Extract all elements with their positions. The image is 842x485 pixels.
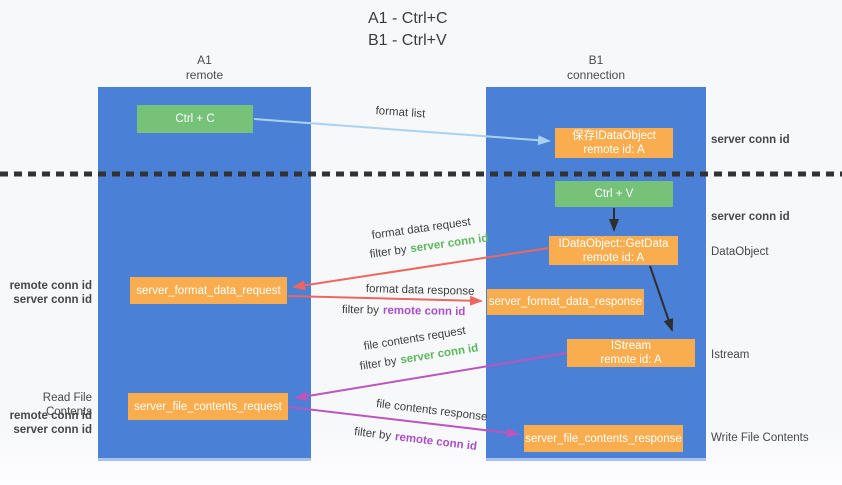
left-remote-conn-id-bottom-label: remote conn id bbox=[9, 410, 92, 422]
lifeline-b1-role: connection bbox=[566, 68, 626, 82]
write-file-contents-label: Write File Contents bbox=[711, 432, 809, 444]
getdata-box: IDataObject::GetData remote id: A bbox=[549, 236, 678, 265]
right-server-conn-id-top-label: server conn id bbox=[711, 134, 790, 146]
save-dataobject-line2: remote id: A bbox=[583, 144, 645, 156]
dataobject-label: DataObject bbox=[711, 246, 769, 258]
arrow-file-contents-response bbox=[288, 406, 520, 438]
server-file-contents-request-label: server_file_contents_request bbox=[134, 400, 282, 413]
left-remote-conn-id-top-label: remote conn id bbox=[9, 280, 92, 292]
server-file-contents-request-box: server_file_contents_request bbox=[128, 393, 288, 420]
ctrl-c-box: Ctrl + C bbox=[137, 105, 253, 133]
read-file-contents-label: Read File Contents bbox=[42, 392, 92, 418]
left-server-conn-id-bottom-label: server conn id bbox=[13, 424, 92, 436]
istream-box: IStream remote id: A bbox=[567, 339, 695, 367]
filter-by-text: filter by bbox=[341, 304, 380, 317]
remote-conn-id-text: remote conn id bbox=[382, 304, 466, 319]
right-server-conn-id-mid-label: server conn id bbox=[711, 211, 790, 223]
arrow-format-list bbox=[253, 118, 551, 146]
ctrl-v-box: Ctrl + V bbox=[555, 181, 673, 207]
left-server-conn-id-top-label: server conn id bbox=[13, 294, 92, 306]
getdata-line1: IDataObject::GetData bbox=[558, 237, 669, 250]
save-dataobject-box: 保存IDataObject remote id: A bbox=[555, 128, 673, 158]
title-line-2: B1 - Ctrl+V bbox=[368, 32, 447, 49]
server-format-data-request-label: server_format_data_request bbox=[136, 284, 281, 297]
istream-line1: IStream bbox=[610, 340, 652, 352]
server-format-data-request-box: server_format_data_request bbox=[130, 277, 287, 304]
arrow-format-data-response bbox=[287, 295, 483, 306]
server-format-data-response-label: server_format_data_response bbox=[488, 296, 643, 308]
ctrl-c-label: Ctrl + C bbox=[175, 113, 215, 125]
save-dataobject-line1: 保存IDataObject bbox=[572, 130, 656, 142]
server-file-contents-response-box: server_file_contents_response bbox=[524, 425, 683, 452]
getdata-line2: remote id: A bbox=[582, 251, 645, 264]
istream-line2: remote id: A bbox=[600, 354, 662, 366]
server-file-contents-response-label: server_file_contents_response bbox=[525, 432, 682, 445]
arrow-file-contents-request bbox=[294, 352, 568, 402]
title-line-1: A1 - Ctrl+C bbox=[368, 10, 448, 27]
lifeline-header-b1: B1 connection bbox=[486, 53, 706, 83]
lifeline-header-a1: A1 remote bbox=[98, 53, 311, 83]
arrow-getdata-to-istream bbox=[649, 265, 674, 332]
lifeline-a1-role: remote bbox=[185, 68, 224, 82]
lifeline-b1-id: B1 bbox=[588, 53, 604, 67]
server-format-data-response-box: server_format_data_response bbox=[487, 289, 644, 315]
lifeline-a1-id: A1 bbox=[197, 53, 212, 67]
ctrl-v-label: Ctrl + V bbox=[594, 188, 634, 200]
diagram-title: A1 - Ctrl+C B1 - Ctrl+V bbox=[368, 8, 448, 52]
istream-side-label: Istream bbox=[711, 349, 750, 361]
arrow-format-data-request bbox=[292, 247, 550, 291]
